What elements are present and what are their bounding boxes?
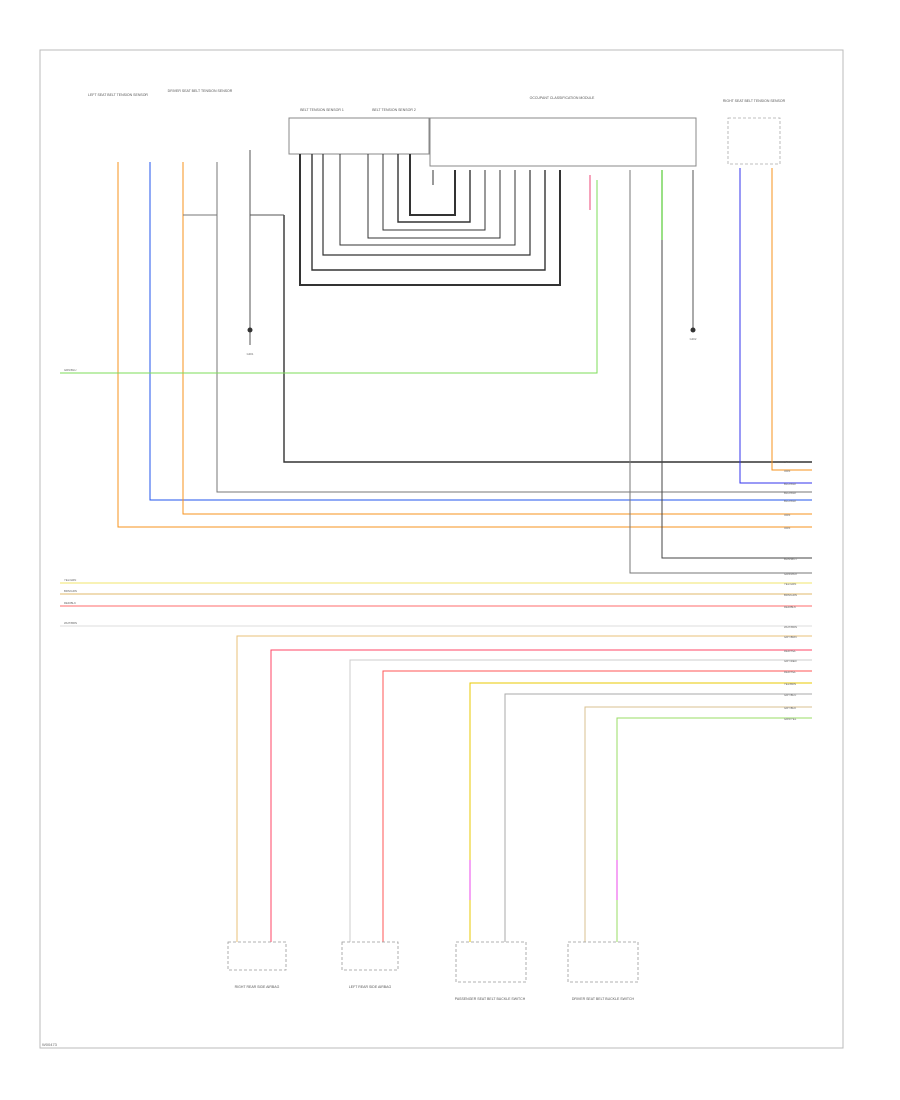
- top-components: LEFT SEAT BELT TENSION SENSOR DRIVER SEA…: [88, 89, 786, 167]
- module-harness: [299, 154, 561, 286]
- svg-text:GRN/WHT: GRN/WHT: [784, 572, 798, 576]
- svg-text:BRN: BRN: [784, 460, 790, 464]
- svg-text:BRN/GRN: BRN/GRN: [784, 593, 797, 597]
- label-driver-seat-buckle: DRIVER SEAT BELT BUCKLE SWITCH: [572, 997, 635, 1001]
- svg-text:BLU/WHT: BLU/WHT: [784, 482, 797, 486]
- label-belt-tension-1: BELT TENSION SENSOR 1: [300, 108, 344, 112]
- svg-text:BLU/WHT: BLU/WHT: [784, 499, 797, 503]
- label-passenger-seat: PASSENGER SEAT BELT BUCKLE SWITCH: [455, 997, 526, 1001]
- label-rear-side-right: RIGHT REAR SIDE AIRBAG: [235, 985, 280, 989]
- label-ground-right: G302: [690, 337, 697, 341]
- svg-text:YEL/BRN: YEL/BRN: [784, 682, 796, 686]
- passenger-seat-box: [455, 941, 527, 983]
- right-seat-sensor-box: [727, 117, 781, 165]
- svg-text:RED/BLK: RED/BLK: [784, 605, 796, 609]
- svg-text:GRN/YEL: GRN/YEL: [784, 717, 797, 721]
- green-branch-wire: [60, 180, 598, 374]
- bottom-components: [227, 941, 639, 983]
- svg-text:RED/YEL: RED/YEL: [784, 670, 796, 674]
- label-ground-left: G301: [247, 352, 254, 356]
- diagram-id: W00473: [42, 1042, 57, 1047]
- left-vertical-wires: [117, 150, 812, 528]
- rear-side-right-box: [227, 941, 287, 971]
- label-occupant-module: OCCUPANT CLASSIFICATION MODULE: [530, 96, 595, 100]
- label-belt-tension-2: BELT TENSION SENSOR 2: [372, 108, 416, 112]
- label-left-seat-sensor: LEFT SEAT BELT TENSION SENSOR: [88, 93, 148, 97]
- label-right-seat-sensor: RIGHT SEAT BELT TENSION SENSOR: [723, 99, 786, 103]
- svg-text:GRY/BLU: GRY/BLU: [784, 693, 796, 697]
- label-rear-side-left: LEFT REAR SIDE AIRBAG: [349, 985, 392, 989]
- diagram-border: [39, 49, 844, 1049]
- svg-text:ORN: ORN: [784, 526, 790, 530]
- label-left-tan: BRN/GRN: [64, 589, 77, 593]
- label-left-yellow: YEL/GRN: [64, 578, 76, 582]
- label-left-green: GRN/BLU: [64, 368, 76, 372]
- lower-wires: [236, 635, 812, 942]
- mid-trunk: [60, 582, 812, 627]
- rear-side-left-box: [341, 941, 399, 971]
- occupant-module-box: [429, 117, 697, 167]
- svg-text:RED/YEL: RED/YEL: [784, 649, 796, 653]
- svg-text:WHT/BRN: WHT/BRN: [784, 625, 797, 629]
- svg-text:ORN: ORN: [784, 513, 790, 517]
- svg-text:YEL/GRN: YEL/GRN: [784, 582, 796, 586]
- label-driver-seat: DRIVER SEAT BELT TENSION SENSOR: [168, 89, 233, 93]
- belt-tension-box: [288, 117, 430, 155]
- label-left-white: WHT/BRN: [64, 621, 77, 625]
- right-edge-labels: BRN ORN BLU/WHT BLU/WHT BLU/WHT ORN ORN …: [784, 460, 798, 721]
- svg-text:GRY/BRN: GRY/BRN: [784, 635, 797, 639]
- right-vertical-wires: [589, 168, 812, 574]
- svg-text:BLU/WHT: BLU/WHT: [784, 491, 797, 495]
- driver-seat-box: [567, 941, 639, 983]
- svg-text:BRN/WHT: BRN/WHT: [784, 557, 797, 561]
- svg-text:GRY/RED: GRY/RED: [784, 659, 797, 663]
- label-left-red: RED/BLK: [64, 601, 76, 605]
- svg-text:ORN: ORN: [784, 469, 790, 473]
- svg-text:GRY/BLK: GRY/BLK: [784, 706, 796, 710]
